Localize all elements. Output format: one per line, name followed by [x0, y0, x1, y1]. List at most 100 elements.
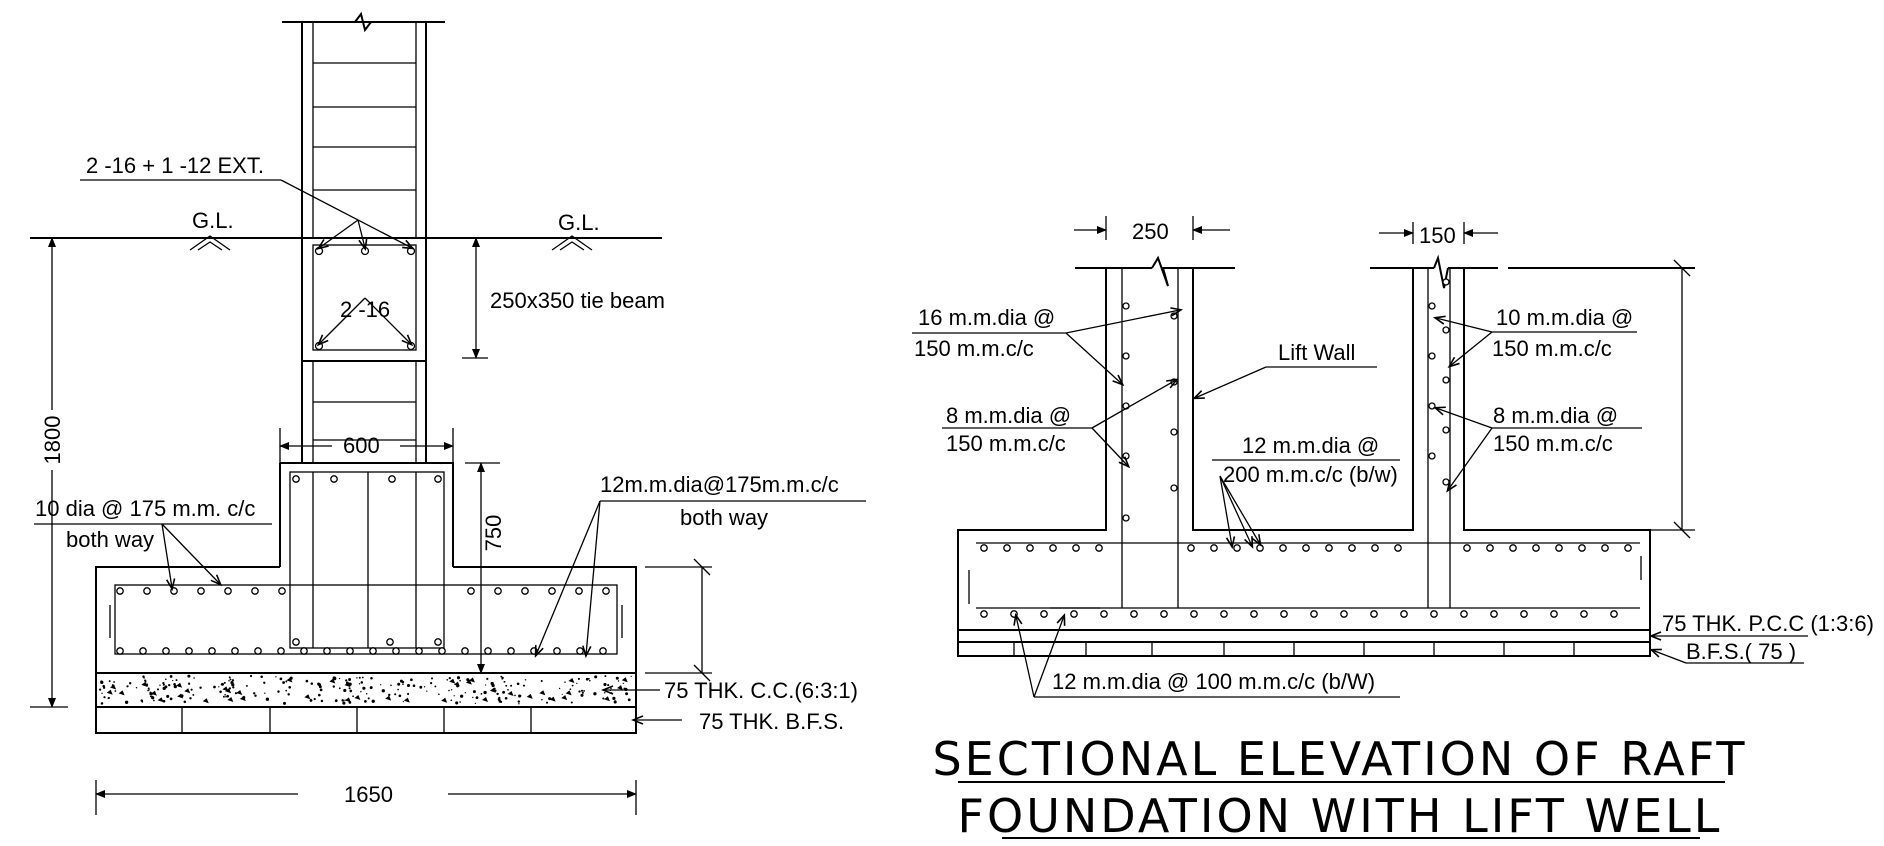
bottom-bars-label-2: both way [680, 505, 768, 530]
aggregate-speck [172, 680, 174, 682]
aggregate-speck [381, 689, 385, 693]
aggregate-speck [517, 700, 520, 703]
aggregate-speck [228, 679, 230, 682]
aggregate-speck [564, 681, 566, 683]
aggregate-speck [541, 698, 543, 701]
aggregate-speck [524, 679, 527, 681]
rebar-dot [1100, 610, 1108, 618]
rebar-dot [162, 647, 170, 655]
pedestal-width-dimension: 600 [279, 428, 454, 463]
aggregate-speck [507, 688, 509, 691]
aggregate-speck [503, 680, 506, 683]
rebar-dot [521, 587, 529, 595]
aggregate-speck [459, 701, 461, 703]
aggregate-speck [113, 681, 115, 683]
rebar-dot [231, 647, 239, 655]
footing-width-dimension: 1650 [95, 780, 637, 815]
aggregate-speck [169, 697, 173, 701]
aggregate-speck [491, 683, 495, 688]
aggregate-speck [472, 690, 476, 694]
pedestal-height-dimension: 750 [465, 462, 506, 674]
wall-rebar-dot [1442, 376, 1450, 384]
aggregate-speck [220, 683, 223, 686]
rebar-dot [277, 647, 285, 655]
aggregate-chip [106, 689, 113, 695]
aggregate-speck [438, 693, 440, 696]
aggregate-speck [604, 675, 607, 678]
aggregate-chip [441, 697, 448, 703]
wall-rebar-dot [1170, 428, 1178, 436]
aggregate-speck [540, 680, 543, 682]
column [282, 11, 445, 238]
aggregate-speck [169, 674, 173, 678]
aggregate-speck [338, 677, 341, 680]
aggregate-speck [583, 690, 585, 692]
aggregate-chip [329, 678, 336, 684]
aggregate-speck [275, 676, 277, 678]
aggregate-speck [456, 676, 461, 680]
aggregate-speck [147, 687, 150, 690]
aggregate-speck [370, 676, 373, 680]
wall-width-right-label: 150 [1419, 223, 1456, 248]
aggregate-speck [407, 692, 410, 696]
aggregate-speck [249, 674, 253, 678]
footing-bars-label-1: 10 dia @ 175 m.m. c/c [35, 496, 255, 521]
aggregate-speck [285, 689, 288, 692]
aggregate-chip [526, 693, 533, 699]
aggregate-speck [173, 684, 177, 689]
footing-detail: G.L. G.L. 2 -16 [30, 11, 866, 815]
aggregate-chip [561, 695, 568, 701]
rebar-dot [1460, 610, 1468, 618]
aggregate-speck [334, 699, 338, 703]
aggregate-speck [402, 700, 404, 703]
rebar-dot [1190, 610, 1198, 618]
aggregate-speck [146, 685, 149, 687]
rebar-dot [1160, 610, 1168, 618]
aggregate-chip [176, 682, 183, 688]
aggregate-speck [263, 681, 266, 684]
aggregate-chip [184, 688, 191, 694]
aggregate-speck [103, 696, 106, 699]
rebar-dot [467, 587, 475, 595]
rebar-dot [1302, 544, 1310, 552]
rebar-dot [143, 587, 151, 595]
aggregate-speck [371, 699, 375, 703]
rebar-dot [1130, 610, 1138, 618]
aggregate-speck [253, 692, 256, 695]
aggregate-speck [162, 683, 165, 686]
aggregate-speck [219, 690, 222, 694]
aggregate-speck [581, 691, 584, 694]
rebar-dot [1463, 544, 1471, 552]
aggregate-speck [352, 695, 354, 698]
aggregate-speck [448, 676, 451, 680]
aggregate-chip [549, 696, 556, 702]
aggregate-speck [287, 693, 290, 696]
rebar-dot [1371, 544, 1379, 552]
rebar-dot [1610, 610, 1618, 618]
rebar-dot [300, 647, 308, 655]
leader-bfs-layer: 75 THK. B.F.S. [634, 709, 844, 734]
aggregate-chip [568, 678, 575, 683]
leader-left-horizontal-bars: 8 m.m.dia @ 150 m.m.c/c [942, 380, 1176, 466]
pcc-layer [957, 629, 1651, 643]
aggregate-speck [260, 675, 263, 679]
leader-column-bars: 2 -16 + 1 -12 EXT. [80, 153, 412, 248]
rebar-dot [1550, 610, 1558, 618]
aggregate-speck [614, 700, 616, 702]
aggregate-speck [453, 695, 455, 697]
aggregate-speck [320, 699, 324, 703]
aggregate-speck [394, 693, 397, 696]
aggregate-speck [430, 682, 433, 685]
aggregate-speck [398, 694, 402, 698]
rebar-dot [185, 647, 193, 655]
aggregate-speck [510, 684, 513, 687]
aggregate-chip [225, 688, 232, 694]
aggregate-speck [183, 700, 187, 704]
left-horiz-label-1: 8 m.m.dia @ [946, 403, 1071, 428]
aggregate-speck [358, 676, 361, 679]
rebar-dot [1555, 544, 1563, 552]
rebar-dot [346, 647, 354, 655]
aggregate-speck [224, 694, 226, 696]
aggregate-speck [626, 693, 628, 696]
rebar-dot [323, 647, 331, 655]
